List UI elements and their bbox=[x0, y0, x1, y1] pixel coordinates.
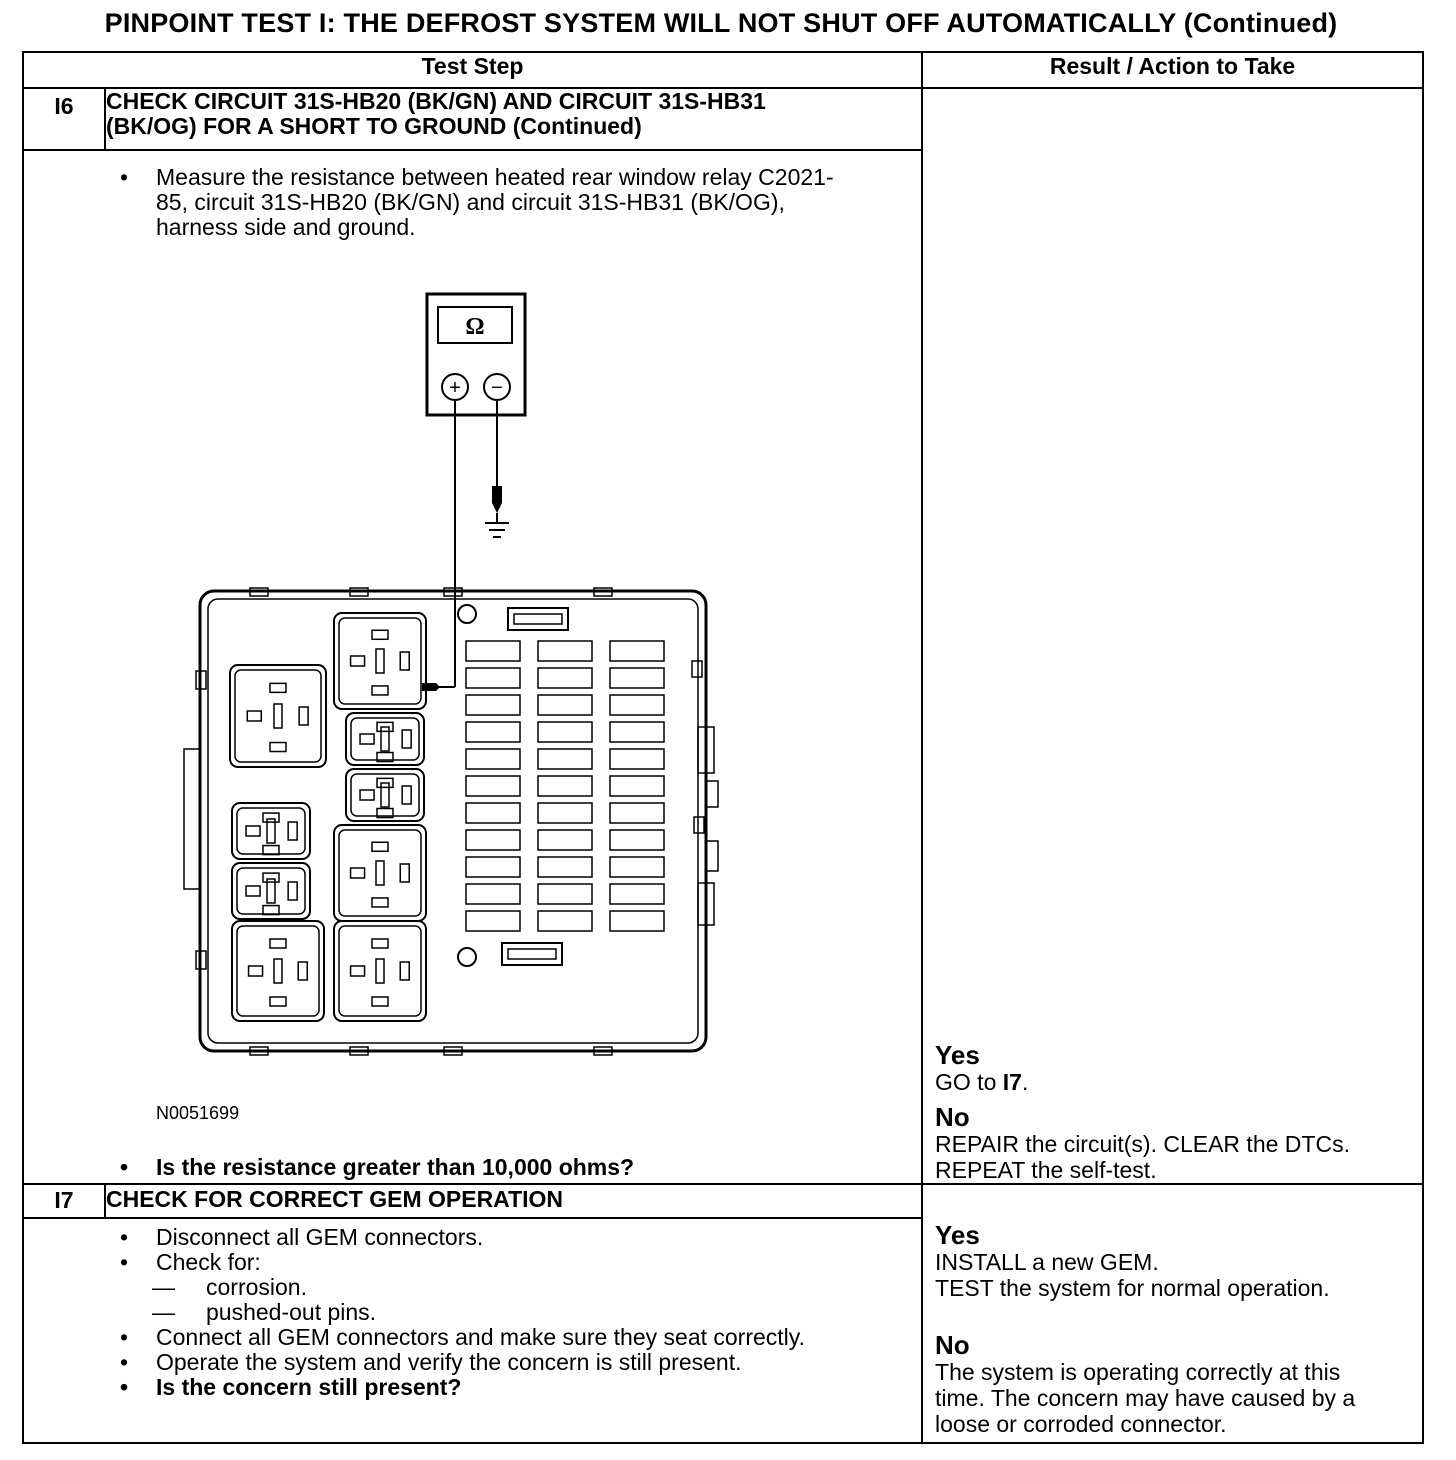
result-no-text-1: The system is operating correctly at thi… bbox=[935, 1359, 1341, 1385]
step-id-i6: I6 bbox=[22, 87, 106, 151]
step-i7-item: •Connect all GEM connectors and make sur… bbox=[120, 1324, 805, 1350]
relay-group bbox=[229, 612, 427, 1022]
result-no-text-3: loose or corroded connector. bbox=[935, 1411, 1227, 1437]
result-cell-i6: Yes GO to I7. No REPAIR the circuit(s). … bbox=[921, 87, 1425, 1185]
result-no-text-2: REPEAT the self-test. bbox=[935, 1157, 1157, 1183]
ground-symbol-icon bbox=[485, 522, 509, 538]
step-body-i7: •Disconnect all GEM connectors. •Check f… bbox=[21, 1217, 924, 1444]
step-body-i6: •Measure the resistance between heated r… bbox=[21, 149, 924, 1185]
plus-terminal: + bbox=[449, 377, 461, 399]
step-i6-instruction: •Measure the resistance between heated r… bbox=[120, 164, 834, 240]
step-i7-item: •Operate the system and verify the conce… bbox=[120, 1349, 742, 1375]
step-i7-question: •Is the concern still present? bbox=[120, 1374, 462, 1400]
result-yes-label: Yes bbox=[935, 1040, 980, 1070]
step-heading-i7: CHECK FOR CORRECT GEM OPERATION bbox=[103, 1183, 924, 1219]
page-title: PINPOINT TEST I: THE DEFROST SYSTEM WILL… bbox=[104, 8, 1338, 38]
step-i7-subitem: —corrosion. bbox=[152, 1274, 307, 1300]
step-i7-subitem: —pushed-out pins. bbox=[152, 1299, 377, 1325]
result-yes-text-2: TEST the system for normal operation. bbox=[935, 1275, 1330, 1301]
fuse-grid bbox=[465, 640, 665, 932]
ohm-symbol: Ω bbox=[465, 314, 484, 340]
result-yes-text: GO to I7. bbox=[935, 1069, 1029, 1095]
result-yes-label: Yes bbox=[935, 1220, 980, 1250]
pinpoint-test-table: Test Step Result / Action to Take I6 CHE… bbox=[21, 51, 1425, 1444]
step-id-i7: I7 bbox=[22, 1183, 106, 1219]
result-no-text-1: REPAIR the circuit(s). CLEAR the DTCs. bbox=[935, 1131, 1350, 1157]
result-yes-text-1: INSTALL a new GEM. bbox=[935, 1249, 1159, 1275]
column-header-result: Result / Action to Take bbox=[921, 51, 1425, 89]
ohmmeter-icon: Ω + − bbox=[425, 292, 527, 417]
step-i6-question: •Is the resistance greater than 10,000 o… bbox=[120, 1154, 635, 1180]
junction-box-icon bbox=[183, 587, 719, 1056]
step-heading-i6: CHECK CIRCUIT 31S-HB20 (BK/GN) AND CIRCU… bbox=[103, 87, 924, 151]
figure-id: N0051699 bbox=[156, 1103, 240, 1123]
result-no-text-2: time. The concern may have caused by a bbox=[935, 1385, 1356, 1411]
result-no-label: No bbox=[935, 1330, 970, 1360]
result-cell-i7: Yes INSTALL a new GEM. TEST the system f… bbox=[921, 1183, 1425, 1444]
probe-tip-icon bbox=[422, 683, 440, 691]
result-no-label: No bbox=[935, 1102, 970, 1132]
resistance-test-diagram: Ω + − bbox=[183, 292, 719, 1056]
column-header-test-step: Test Step bbox=[21, 51, 924, 89]
ground-clip-icon bbox=[492, 486, 502, 513]
step-i7-item: •Check for: bbox=[120, 1249, 261, 1275]
minus-terminal: − bbox=[491, 377, 503, 399]
step-i7-item: •Disconnect all GEM connectors. bbox=[120, 1224, 484, 1250]
